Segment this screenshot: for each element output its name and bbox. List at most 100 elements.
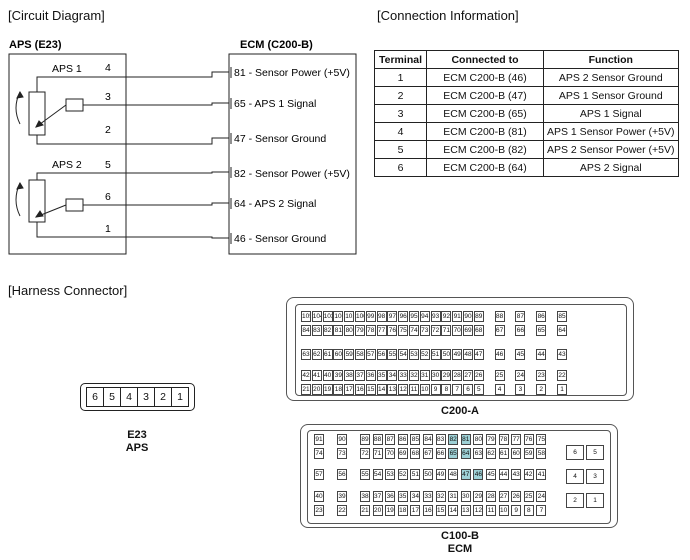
- connector-pin: 56: [337, 469, 347, 480]
- connector-pin: 77: [511, 434, 522, 445]
- connector-pin: 5: [586, 445, 604, 460]
- connector-pin: 4: [566, 469, 584, 484]
- cell: 2: [374, 86, 427, 105]
- connector-pin: 92: [441, 311, 452, 322]
- connector-pin: 82: [448, 434, 459, 445]
- connector-pin: 38: [344, 370, 355, 381]
- connector-pin: 91: [314, 434, 324, 445]
- connector-pin: 43: [511, 469, 522, 480]
- connector-pin: 2: [536, 384, 547, 395]
- connector-pin: 19: [322, 384, 333, 395]
- connector-pin: 65: [448, 448, 459, 459]
- connector-pin: 10: [498, 505, 509, 516]
- ecm-terminal-label: 81 - Sensor Power (+5V): [234, 67, 350, 79]
- connector-pin: 18: [397, 505, 408, 516]
- connector-pin: 1: [557, 384, 567, 395]
- c100b-caption-line2: ECM: [447, 543, 473, 555]
- aps2-label: APS 2: [52, 159, 82, 171]
- connector-pin: 33: [423, 491, 433, 502]
- e23-pin: 2: [155, 388, 172, 406]
- connector-pin: 17: [344, 384, 355, 395]
- connector-pin: 21: [301, 384, 311, 395]
- ecm-terminal-label: 64 - APS 2 Signal: [234, 198, 316, 210]
- connector-pin: 55: [387, 349, 398, 360]
- header-terminal: Terminal: [374, 50, 427, 69]
- connector-pin: 26: [473, 370, 484, 381]
- connector-pin: 85: [410, 434, 421, 445]
- connector-pin: 66: [435, 448, 446, 459]
- connector-pin: 41: [311, 370, 322, 381]
- connector-pin: 45: [515, 349, 526, 360]
- connector-pin: 88: [494, 311, 505, 322]
- e23-caption-line2: APS: [125, 442, 149, 454]
- connector-pin: 89: [360, 434, 370, 445]
- pin-label: 5: [105, 159, 111, 171]
- connector-pin: 46: [473, 469, 484, 480]
- connector-pin: 75: [536, 434, 547, 445]
- cell: 1: [374, 68, 427, 87]
- ecm-terminal-label: 47 - Sensor Ground: [234, 133, 326, 145]
- connector-pin: 14: [448, 505, 459, 516]
- c100b-caption-line1: C100-B: [441, 530, 479, 542]
- connector-pin: 25: [523, 491, 534, 502]
- connector-pin: 40: [322, 370, 333, 381]
- connector-pin: 3: [515, 384, 526, 395]
- connector-pin: 32: [409, 370, 419, 381]
- connector-pin: 50: [441, 349, 452, 360]
- connector-pin: 78: [498, 434, 509, 445]
- connector-pin: 75: [398, 325, 409, 336]
- connector-pin: 89: [473, 311, 484, 322]
- connector-pin: 7: [452, 384, 463, 395]
- cell: 4: [374, 122, 427, 141]
- connector-pin: 48: [448, 469, 459, 480]
- connector-pin: 26: [511, 491, 522, 502]
- connector-pin: 68: [473, 325, 484, 336]
- connector-pin: 28: [452, 370, 463, 381]
- connector-pin: 71: [372, 448, 383, 459]
- connector-pin: 99: [365, 311, 376, 322]
- cell: APS 2 Sensor Power (+5V): [543, 140, 679, 159]
- e23-caption: E23 APS: [100, 429, 174, 455]
- table-header-row: Terminal Connected to Function: [374, 50, 679, 69]
- connector-pin: 80: [473, 434, 484, 445]
- connector-pin: 18: [333, 384, 344, 395]
- connector-pin: 51: [410, 469, 421, 480]
- connector-pin: 13: [460, 505, 471, 516]
- connector-pin: 53: [385, 469, 396, 480]
- aps-box: [8, 53, 127, 255]
- connector-pin: 16: [423, 505, 433, 516]
- connector-pin: 27: [498, 491, 509, 502]
- connector-pin: 72: [360, 448, 370, 459]
- header-connected-to: Connected to: [426, 50, 544, 69]
- c200a-caption: C200-A: [441, 405, 479, 417]
- cell: ECM C200-B (65): [426, 104, 544, 123]
- connector-pin: 57: [314, 469, 324, 480]
- connector-pin: 78: [365, 325, 376, 336]
- connector-pin: 53: [409, 349, 419, 360]
- connector-pin: 23: [314, 505, 324, 516]
- connector-pin: 72: [430, 325, 441, 336]
- connector-pin: 24: [536, 491, 547, 502]
- connector-pin: 4: [494, 384, 505, 395]
- connector-pin: 68: [410, 448, 421, 459]
- connector-pin: 69: [463, 325, 473, 336]
- connector-pin: 35: [397, 491, 408, 502]
- aps2-potentiometer: [15, 172, 126, 238]
- connector-pin: 31: [448, 491, 459, 502]
- pin-label: 6: [105, 191, 111, 203]
- e23-pin: 4: [121, 388, 138, 406]
- connector-pin: 44: [536, 349, 547, 360]
- cell: 6: [374, 158, 427, 177]
- connector-pin: 58: [536, 448, 547, 459]
- connector-pin: 48: [463, 349, 473, 360]
- c100b-caption: C100-B ECM: [420, 530, 500, 556]
- cell: ECM C200-B (64): [426, 158, 544, 177]
- pin-label: 2: [105, 124, 111, 136]
- connector-pin: 67: [423, 448, 433, 459]
- connector-pin: 6: [566, 445, 584, 460]
- connector-pin: 73: [337, 448, 347, 459]
- connector-pin: 88: [372, 434, 383, 445]
